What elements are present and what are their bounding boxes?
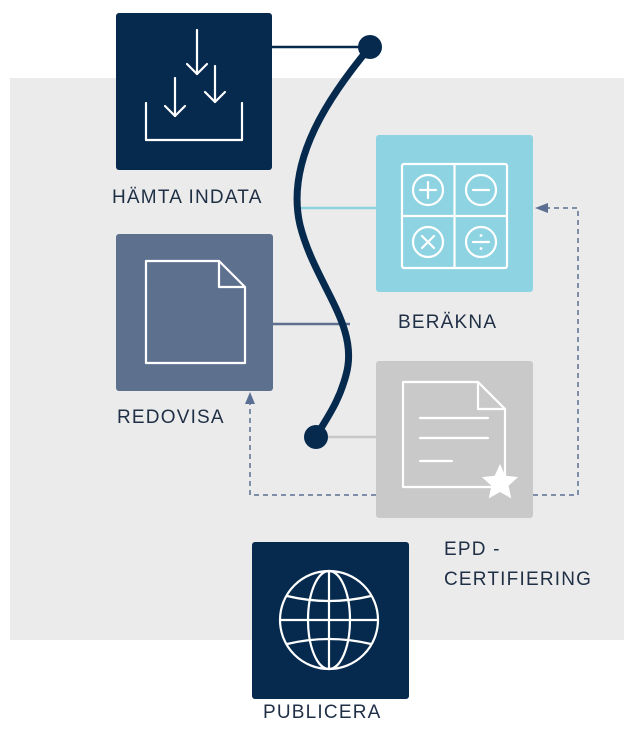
dashed-arrow-to-calculate — [533, 207, 579, 496]
certify-label-line1: EPD - — [444, 539, 501, 560]
calculate-label: BERÄKNA — [398, 312, 498, 333]
spine-end-dot — [304, 425, 328, 449]
report-label: REDOVISA — [117, 407, 225, 428]
star-icon — [481, 464, 519, 499]
arrowhead-report — [245, 392, 255, 404]
publish-step — [252, 542, 409, 699]
document-icon — [144, 259, 247, 365]
certify-label-line2: CERTIFIERING — [444, 569, 593, 590]
process-spine-curve — [293, 43, 374, 441]
calculator-icon — [400, 162, 509, 270]
fetch-label: HÄMTA INDATA — [112, 187, 263, 208]
report-step — [116, 234, 273, 391]
calculate-step — [376, 135, 533, 292]
certify-step — [376, 361, 533, 518]
report-box — [116, 234, 273, 391]
fetch-box — [116, 13, 272, 170]
spine-start-dot — [358, 35, 382, 59]
certificate-star-icon — [401, 380, 519, 499]
arrowhead-calculate — [535, 203, 548, 213]
download-tray-icon — [144, 28, 244, 142]
fetch-step — [116, 13, 272, 170]
dashed-arrow-to-report — [249, 402, 376, 496]
publish-label: PUBLICERA — [263, 702, 382, 723]
globe-icon — [278, 569, 380, 671]
